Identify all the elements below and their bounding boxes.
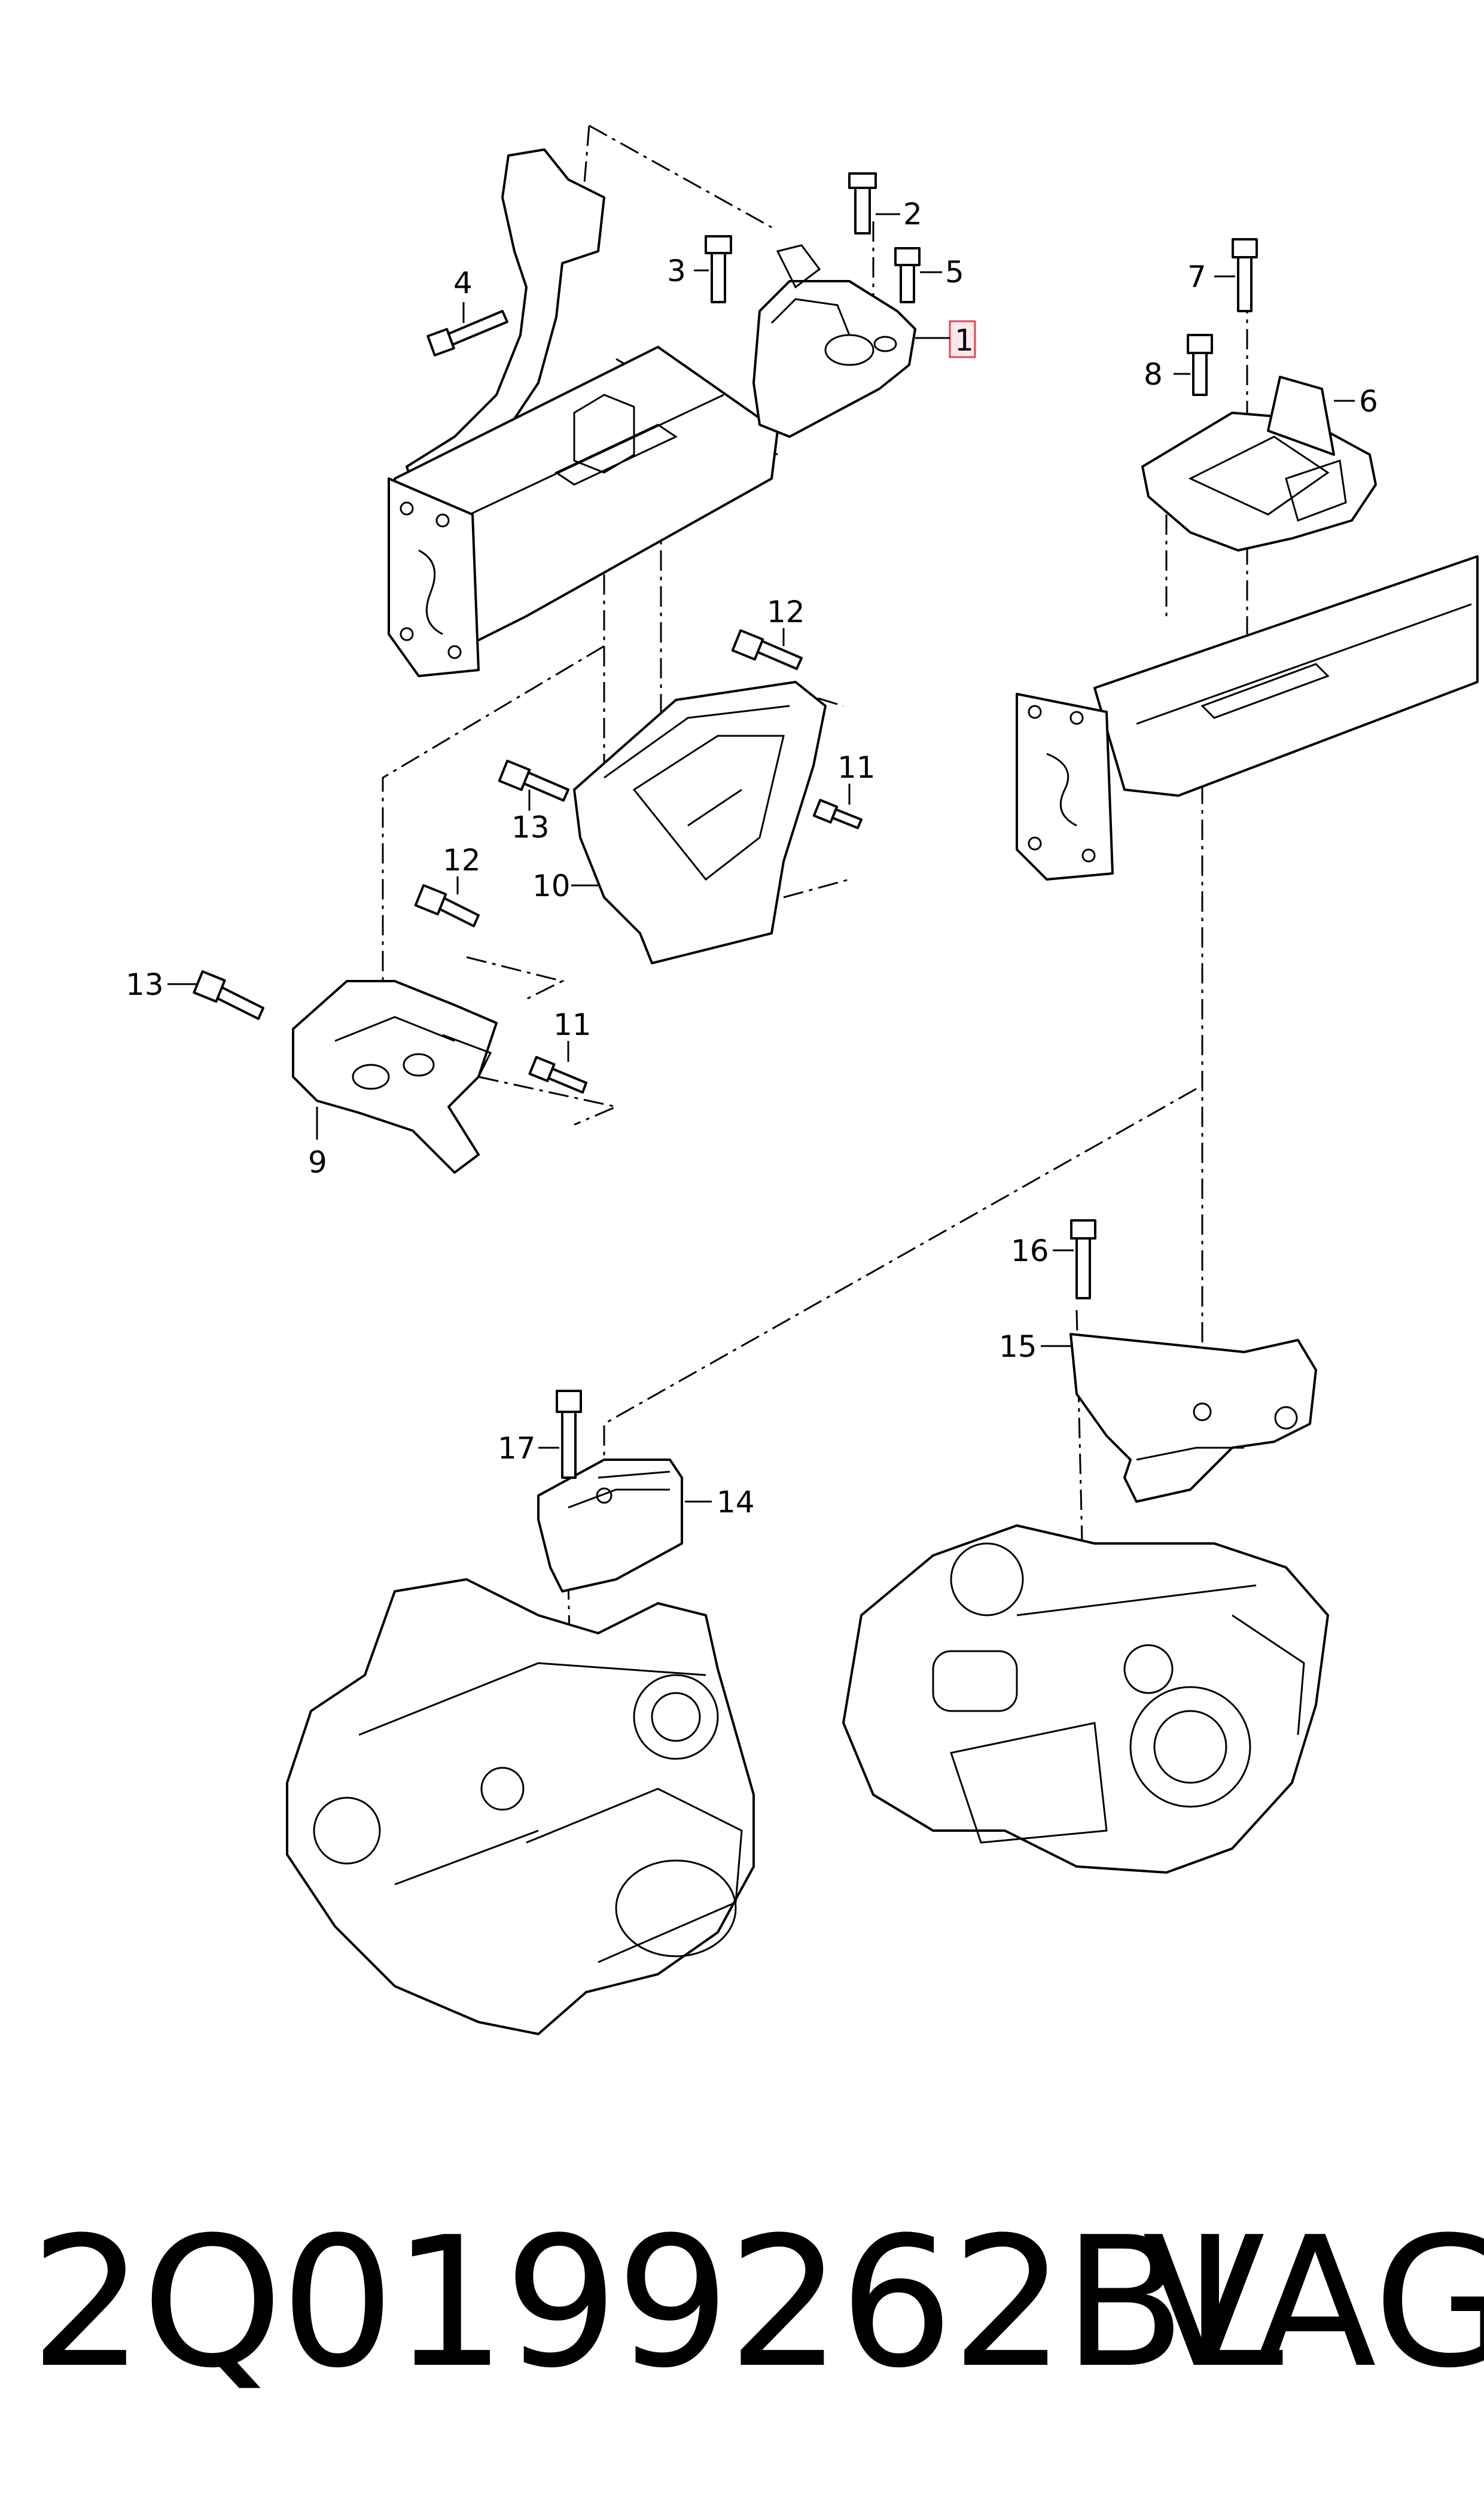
bolts [193,172,1258,1479]
part-10-bracket [573,681,827,964]
callout-17: 17 [498,1431,536,1466]
callout-16: 16 [1011,1234,1049,1268]
part-9-bracket [292,980,498,1174]
brand-label: VAG [1142,2199,1484,2407]
callout-13a: 13 [511,810,550,845]
callout-9: 9 [308,1145,327,1180]
callout-7: 7 [1187,260,1206,294]
part-15-bracket [1069,1333,1317,1503]
callout-15: 15 [999,1329,1037,1364]
callout-2: 2 [903,197,922,232]
callout-6: 6 [1359,384,1378,419]
right-body-rail [1016,555,1479,881]
exploded-parts-diagram: 1 2 3 4 5 6 7 8 9 10 11 11 12 12 13 13 1 [126,124,1479,2035]
part-1-highlight-box [949,320,976,358]
callout-10: 10 [532,869,571,903]
callout-12b: 12 [443,843,481,878]
callout-4: 4 [453,266,473,300]
callouts: 1 2 3 4 5 6 7 8 9 10 11 11 12 12 13 13 1 [126,197,1378,1520]
callout-11a: 11 [837,750,876,785]
gearbox-right [842,1524,1329,1874]
callout-8: 8 [1144,357,1163,392]
part-number: 2Q0199262BL [30,2199,1284,2407]
callout-3: 3 [667,254,686,288]
callout-14: 14 [717,1485,755,1520]
part-1-engine-mount [752,244,916,438]
callout-11b: 11 [553,1007,592,1042]
callout-5: 5 [945,255,964,290]
callout-13b: 13 [126,967,164,1002]
part-14-mount [537,1459,683,1593]
part-6-transmission-mount [1141,376,1377,552]
callout-1: 1 [955,323,974,358]
gearbox-left [286,1578,755,2035]
callout-12a: 12 [767,595,805,629]
left-body-rail [388,148,779,677]
